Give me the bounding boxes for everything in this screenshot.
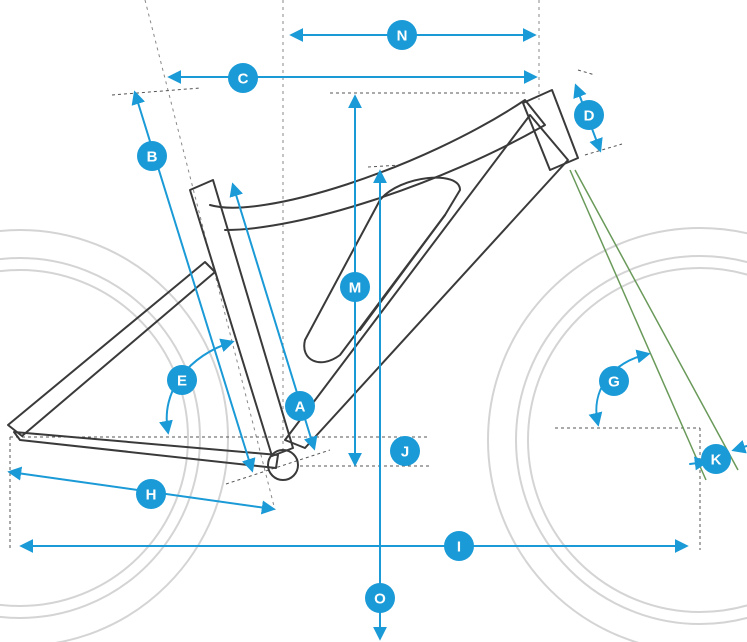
label-J: J xyxy=(390,436,420,466)
label-N: N xyxy=(387,20,417,50)
dimension-arrows xyxy=(7,28,747,641)
label-M: M xyxy=(340,272,370,302)
label-I: I xyxy=(444,531,474,561)
label-E: E xyxy=(167,365,197,395)
label-K: K xyxy=(701,444,731,474)
svg-text:I: I xyxy=(457,539,461,556)
svg-text:G: G xyxy=(608,374,620,391)
svg-text:A: A xyxy=(295,399,306,416)
label-A: A xyxy=(285,391,315,421)
svg-text:J: J xyxy=(401,444,409,461)
svg-text:E: E xyxy=(177,373,187,390)
svg-text:C: C xyxy=(238,71,249,88)
dim-arrow-K2 xyxy=(731,440,747,454)
label-C: C xyxy=(228,63,258,93)
svg-text:K: K xyxy=(711,452,722,469)
svg-text:O: O xyxy=(374,591,386,608)
svg-text:N: N xyxy=(397,28,408,45)
front-wheel xyxy=(487,227,747,642)
label-O: O xyxy=(365,583,395,613)
label-D: D xyxy=(574,100,604,130)
label-H: H xyxy=(136,479,166,509)
svg-text:B: B xyxy=(147,149,158,166)
fork-lines xyxy=(569,169,739,481)
bike-frame xyxy=(7,89,579,481)
svg-text:M: M xyxy=(349,280,362,297)
label-G: G xyxy=(599,366,629,396)
svg-text:H: H xyxy=(146,487,157,504)
svg-text:D: D xyxy=(584,108,595,125)
rear-wheel xyxy=(0,229,229,642)
label-B: B xyxy=(137,141,167,171)
